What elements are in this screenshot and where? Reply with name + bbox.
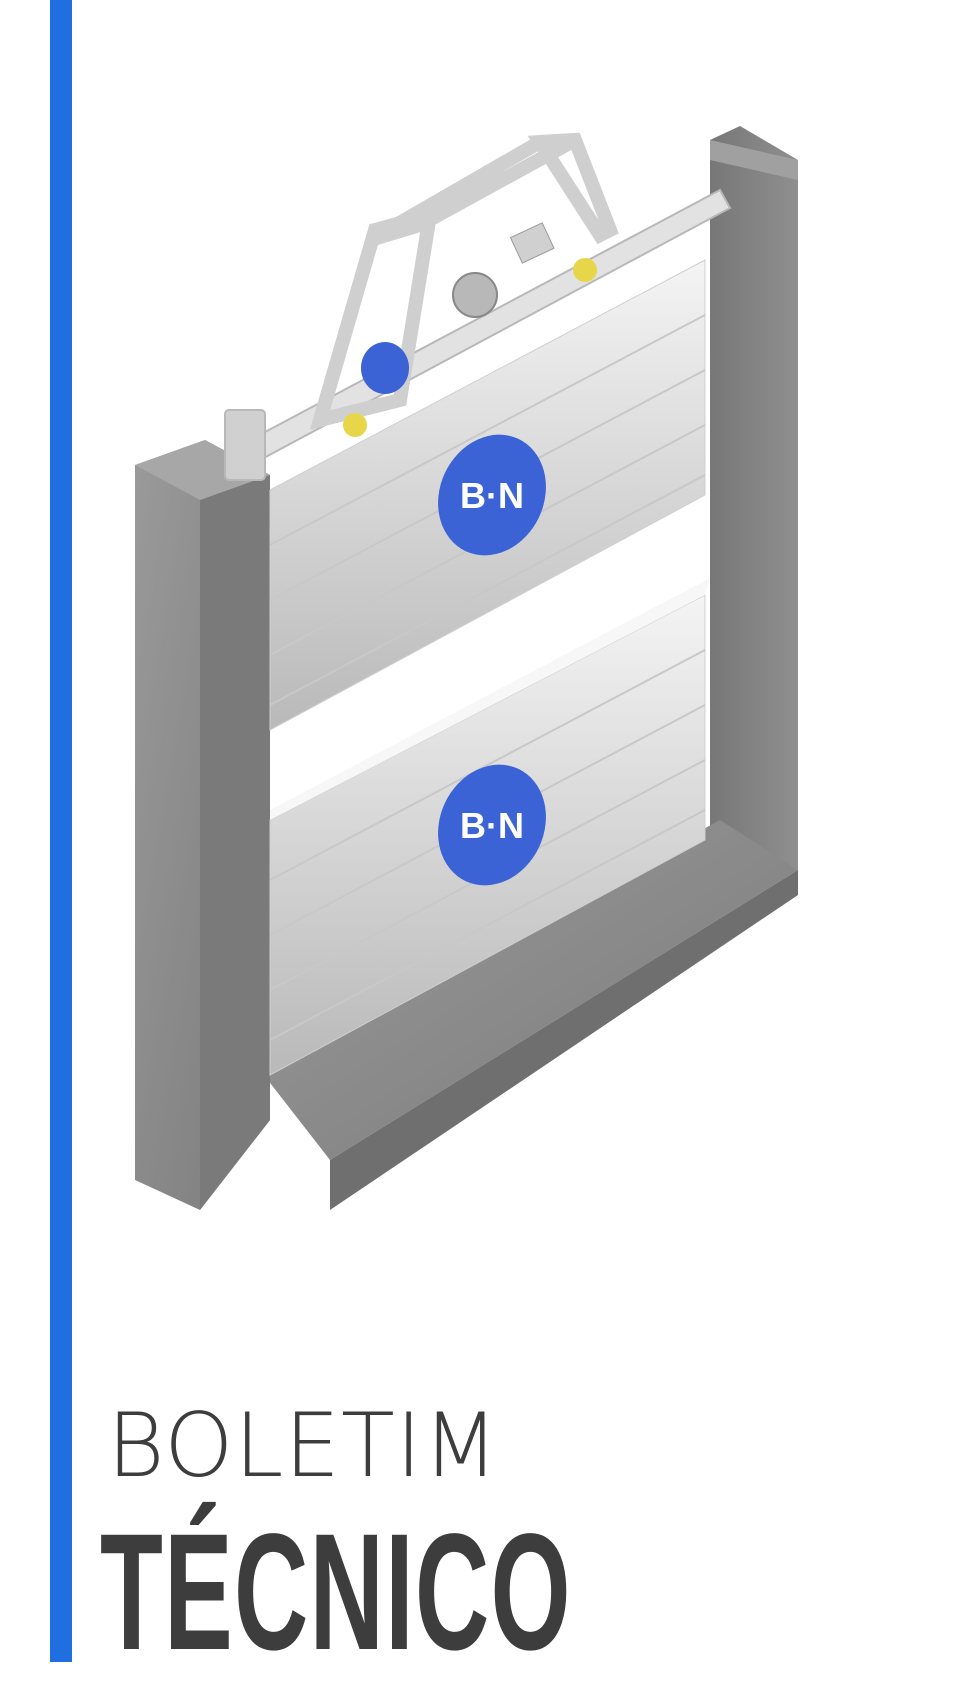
base-slab — [260, 820, 798, 1210]
upper-gate-panel: B·N — [269, 259, 706, 731]
hoist-mechanism — [343, 222, 597, 437]
lifting-beam — [224, 132, 732, 481]
svg-text:B·N: B·N — [460, 475, 524, 516]
title-boletim: BOLETIM — [107, 1394, 500, 1497]
right-pillar — [710, 126, 798, 885]
left-pillar — [135, 440, 270, 1210]
accent-bar — [50, 0, 72, 1662]
lower-gate-panel: B·N — [269, 578, 710, 1076]
title-tecnico: TÉCNICO — [100, 1500, 572, 1685]
svg-text:B·N: B·N — [460, 805, 524, 846]
gate-illustration: B·N B·N — [135, 126, 798, 1210]
